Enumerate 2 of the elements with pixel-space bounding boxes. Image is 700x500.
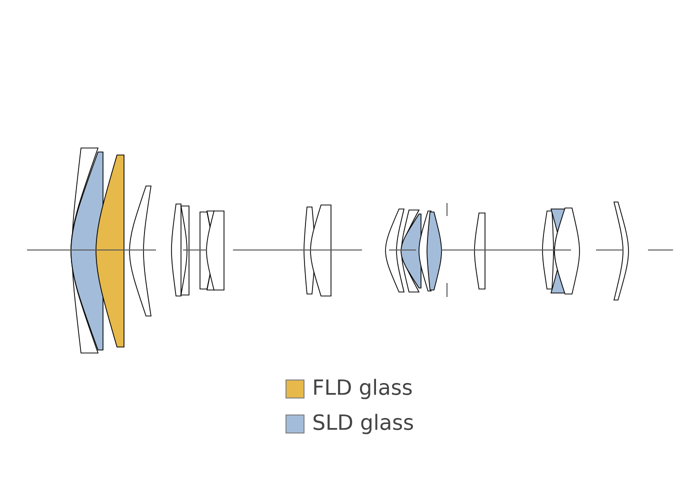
- legend-label: FLD glass: [314, 378, 412, 400]
- legend-label: SLD glass: [314, 414, 413, 434]
